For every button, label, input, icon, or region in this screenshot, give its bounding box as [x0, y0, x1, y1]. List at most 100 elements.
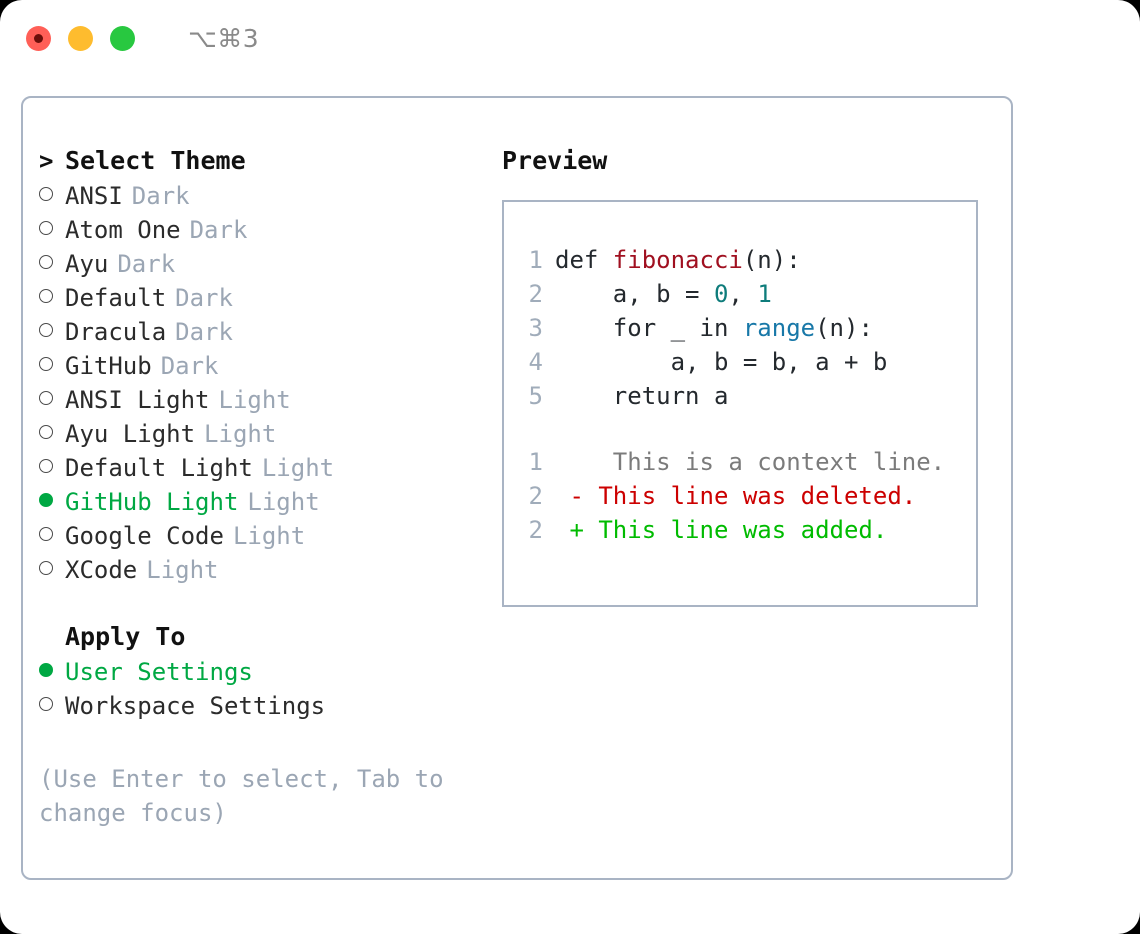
theme-name: Ayu: [65, 250, 109, 278]
theme-list-item[interactable]: ANSI Dark: [39, 182, 491, 216]
radio-marker: [39, 286, 65, 310]
theme-name: ANSI: [65, 182, 123, 210]
code-token: 0: [713, 280, 729, 308]
code-token: ,: [728, 280, 758, 308]
theme-name: GitHub: [65, 352, 152, 380]
zoom-button[interactable]: [110, 25, 135, 51]
diff-line: 2 - This line was deleted.: [521, 482, 970, 516]
theme-name: XCode: [65, 556, 138, 584]
theme-list-item[interactable]: Default Light Light: [39, 454, 491, 488]
radio-selected-icon: [39, 663, 53, 677]
radio-unselected-icon: [39, 425, 53, 439]
radio-unselected-icon: [39, 289, 53, 303]
page-title: Select Theme: [65, 146, 246, 175]
code-line-text: def fibonacci(n):: [555, 246, 801, 274]
theme-variant-tag: Dark: [189, 216, 248, 244]
code-token: range: [742, 314, 816, 342]
radio-marker: [39, 694, 65, 718]
code-line: 5 return a: [521, 382, 970, 416]
apply-to-option[interactable]: User Settings: [39, 658, 491, 692]
theme-variant-tag: Dark: [175, 284, 233, 312]
theme-name: Atom One: [65, 216, 181, 244]
radio-marker: [39, 218, 65, 242]
spacer: o: [39, 625, 65, 649]
apply-to-label: User Settings: [65, 658, 253, 686]
theme-name: GitHub Light: [65, 488, 239, 516]
line-number: 2: [528, 280, 543, 308]
code-diff-separator: [521, 416, 970, 448]
radio-unselected-icon: [39, 221, 53, 235]
theme-name: Default: [65, 284, 167, 312]
radio-marker: [39, 388, 65, 412]
theme-list-item[interactable]: Atom One Dark: [39, 216, 491, 250]
radio-unselected-icon: [39, 561, 53, 575]
radio-marker: [39, 558, 65, 582]
keyboard-shortcut-label: ⌥⌘3: [188, 23, 260, 53]
apply-to-label: Workspace Settings: [65, 692, 326, 720]
code-token: (n):: [742, 246, 801, 274]
theme-list-item[interactable]: Default Dark: [39, 284, 491, 318]
theme-list-item[interactable]: ANSI Light Light: [39, 386, 491, 420]
line-number: 1: [528, 246, 543, 274]
theme-variant-tag: Dark: [175, 318, 233, 346]
caret-icon: >: [39, 147, 54, 175]
diff-block: 1 This is a context line.2 - This line w…: [521, 448, 970, 550]
theme-name: Dracula: [65, 318, 167, 346]
radio-marker: [39, 660, 65, 684]
theme-variant-tag: Light: [261, 454, 335, 482]
line-number: 5: [528, 382, 543, 410]
radio-unselected-icon: [39, 357, 53, 371]
theme-variant-tag: Dark: [160, 352, 219, 380]
theme-list-item[interactable]: XCode Light: [39, 556, 491, 590]
radio-marker: [39, 456, 65, 480]
diff-line: 1 This is a context line.: [521, 448, 970, 482]
minimize-button[interactable]: [68, 25, 93, 51]
close-button[interactable]: [26, 25, 51, 51]
title-bar: ⌥⌘3: [0, 0, 1140, 76]
radio-unselected-icon: [39, 459, 53, 473]
apply-to-title: Apply To: [65, 622, 186, 651]
radio-unselected-icon: [39, 527, 53, 541]
theme-variant-tag: Dark: [131, 182, 190, 210]
code-token: for _ in: [555, 314, 743, 342]
code-line-text: return a: [555, 382, 729, 410]
line-number: 2: [528, 482, 543, 510]
theme-name: Default Light: [65, 454, 253, 482]
radio-unselected-icon: [39, 697, 53, 711]
theme-name: ANSI Light: [65, 386, 210, 414]
apply-to-option[interactable]: Workspace Settings: [39, 692, 491, 726]
radio-unselected-icon: [39, 187, 53, 201]
code-token: fibonacci: [612, 246, 743, 274]
theme-list-item[interactable]: GitHub Dark: [39, 352, 491, 386]
line-number: 1: [528, 448, 543, 476]
code-token: 1: [757, 280, 772, 308]
theme-variant-tag: Light: [232, 522, 306, 550]
theme-list-item[interactable]: Dracula Dark: [39, 318, 491, 352]
code-line-text: a, b = b, a + b: [555, 348, 888, 376]
code-token: return a: [555, 382, 729, 410]
radio-marker: [39, 524, 65, 548]
radio-unselected-icon: [39, 391, 53, 405]
code-line-text: for _ in range(n):: [555, 314, 873, 342]
theme-variant-tag: Light: [146, 556, 219, 584]
radio-marker: [39, 252, 65, 276]
code-line: 1 def fibonacci(n):: [521, 246, 970, 280]
diff-line-text: - This line was deleted.: [555, 482, 917, 510]
line-number: 3: [528, 314, 543, 342]
theme-variant-tag: Light: [218, 386, 291, 414]
radio-marker: [39, 354, 65, 378]
line-number: 2: [528, 516, 543, 544]
